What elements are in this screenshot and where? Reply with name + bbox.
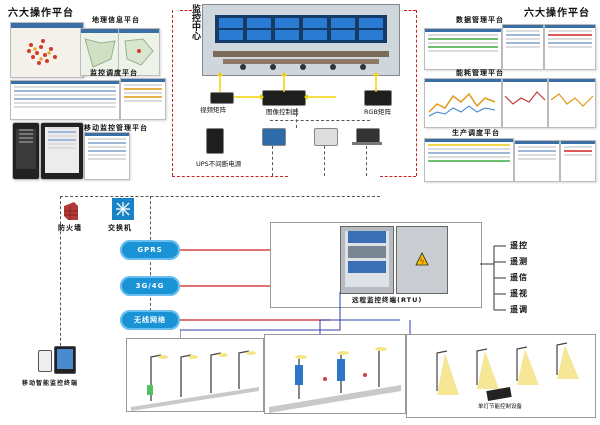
line-center-3 [324,146,325,176]
platform-label-production: 生产调度平台 [452,129,500,137]
platform-label-energy: 能耗管理平台 [456,69,504,77]
panel-dispatch-1 [10,80,120,120]
panel-production-3 [560,140,596,182]
panel-data-1 [424,28,502,70]
cloud-wireless: 无线网络 [120,310,180,330]
lamp-panel-3 [406,334,596,418]
rtu-label: 远程监控终端(RTU) [352,296,423,304]
rgb-matrix-device [364,90,392,106]
red-frame-bottom-right [380,176,416,177]
platform-label-geo: 地理信息平台 [92,16,140,24]
firewall-icon [64,202,78,220]
panel-mobile-table [84,132,130,180]
control-telemetry: 遥测 [510,257,528,266]
line-center-2 [272,146,273,176]
panel-geo-3 [118,28,160,76]
svg-text:ϟ: ϟ [419,257,424,266]
switch-label: 交换机 [108,224,132,232]
mobile-terminal-label: 移动智能监控终端 [22,380,79,387]
street-lamps-2 [269,347,401,413]
panel-energy-2 [502,78,548,128]
warning-icon: ϟ [415,252,429,266]
line-bus-left [60,196,61,356]
switch-icon [112,198,134,220]
right-header: 六大操作平台 [524,8,590,19]
panel-data-2 [502,24,544,70]
single-lamp-device-label: 单灯节能控制设备 [478,404,523,410]
center-title: 监控中心 [190,4,200,40]
street-lamps-1 [131,350,259,411]
cloud-3g4g: 3G/4G [120,276,180,296]
panel-production-2 [514,140,560,182]
control-video: 遥视 [510,289,528,298]
panel-energy-3 [548,78,596,128]
device-arrows [234,94,336,100]
firewall-label: 防火墙 [58,224,82,232]
red-frame-left [172,10,173,176]
image-controller-label: 图像控制器 [266,108,299,116]
line-bus-horizontal [60,196,380,197]
rtu-cabinet-open [340,226,394,294]
platform-label-data: 数据管理平台 [456,16,504,24]
control-telesignal: 遥信 [510,273,528,282]
tablet-icon [54,346,76,374]
panel-energy-1 [424,78,502,128]
red-frame-right [416,10,417,176]
line-center-4 [366,146,367,176]
energy-chart-2 [504,91,546,105]
lamp-panel-1 [126,338,264,412]
ups-label: UPS不间断电源 [196,160,242,168]
cloud-gprs: GPRS [120,240,180,260]
panel-data-3 [544,24,596,70]
line-center-row [270,120,370,121]
line-center-1 [296,108,297,128]
rtu-cabinet-closed: ϟ [396,226,448,294]
monitor-room-photo [202,4,400,76]
desktop-monitor-1 [262,128,286,146]
video-matrix-device [210,92,234,104]
device-up-arrows [217,72,379,92]
panel-geo-2 [80,28,122,76]
phone-icon [38,350,52,372]
energy-chart-3 [550,93,594,107]
panel-dispatch-2 [120,78,166,120]
panel-mobile-tablet [40,122,84,180]
rtu-control-links [480,245,506,311]
red-frame-bottom-left [172,176,288,177]
red-frame-top-left [180,10,192,11]
desktop-monitor-2 [314,128,338,146]
panel-production-1 [424,138,514,182]
ups-device [206,128,224,154]
street-lamps-3 [436,342,579,402]
rgb-matrix-label: RGB矩阵 [364,108,392,116]
map-dots [11,23,83,65]
panel-mobile-phone [12,122,40,180]
platform-label-dispatch: 监控调度平台 [90,69,138,77]
left-header: 六大操作平台 [8,8,74,19]
red-frame-top-right [404,10,416,11]
panel-geo-1 [10,22,84,78]
energy-chart-1 [428,92,496,117]
laptop-base [352,142,382,145]
control-adjust: 遥调 [510,305,528,314]
control-remote: 遥控 [510,241,528,250]
lamp-panel-2 [264,334,406,414]
video-matrix-label: 视频矩阵 [200,106,226,114]
platform-label-mobile: 移动监控管理平台 [84,124,148,132]
